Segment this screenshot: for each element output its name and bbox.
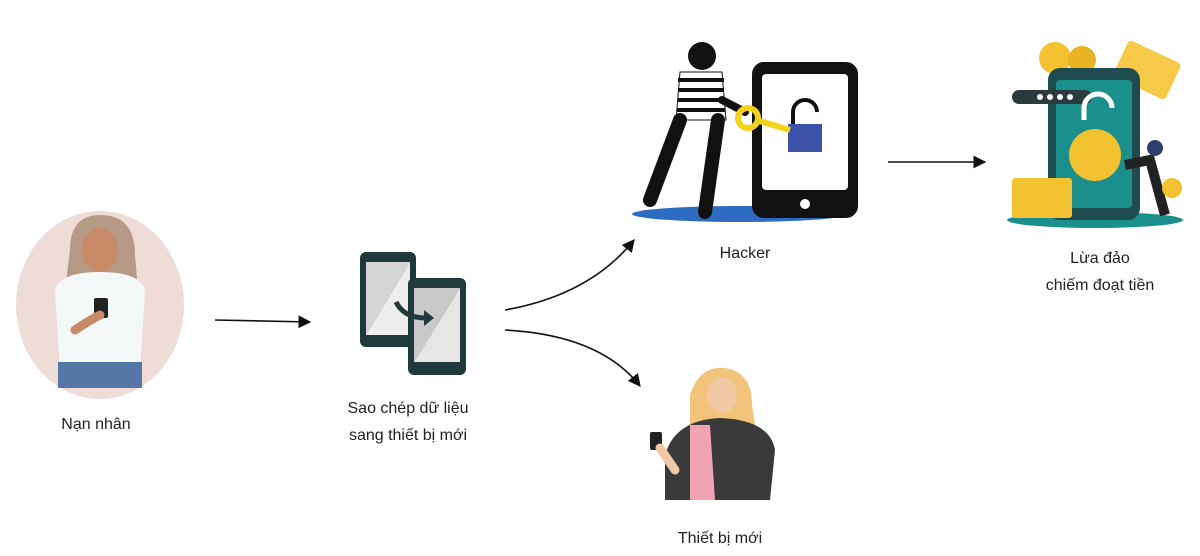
victim-illustration	[16, 211, 184, 399]
hacker-illustration	[632, 42, 858, 222]
victim-label: Nạn nhân	[61, 416, 131, 433]
arrow-copy-to-new-device	[504, 329, 641, 388]
hacker-label: Hacker	[719, 245, 771, 262]
copy-phones-icon	[360, 252, 466, 375]
arrow-copy-to-hacker	[504, 239, 635, 311]
fraud-label-line1: Lừa đảo	[1070, 250, 1130, 267]
copy-label-line1: Sao chép dữ liệu	[347, 400, 469, 417]
new-device-label: Thiết bị mới	[677, 530, 763, 547]
copy-label-line2: sang thiết bị mới	[348, 427, 468, 444]
new-device-user-illustration	[650, 367, 775, 500]
fraud-label-line2: chiếm đoạt tiền	[1045, 277, 1155, 294]
fraud-illustration	[1007, 40, 1183, 228]
arrow-victim-to-copy	[214, 315, 312, 329]
